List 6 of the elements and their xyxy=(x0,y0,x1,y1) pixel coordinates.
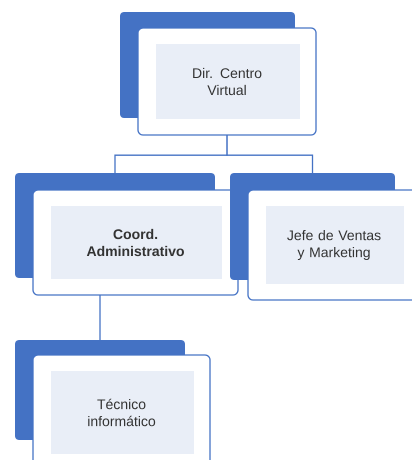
org-box: Dir. Centro Virtual xyxy=(120,12,317,136)
org-box: Coord. Administrativo xyxy=(15,173,239,296)
connector-line xyxy=(226,135,314,173)
org-box: Jefe de Ventas y Marketing xyxy=(230,173,412,301)
org-box: Técnico informático xyxy=(15,340,211,460)
connector-line xyxy=(99,295,101,340)
